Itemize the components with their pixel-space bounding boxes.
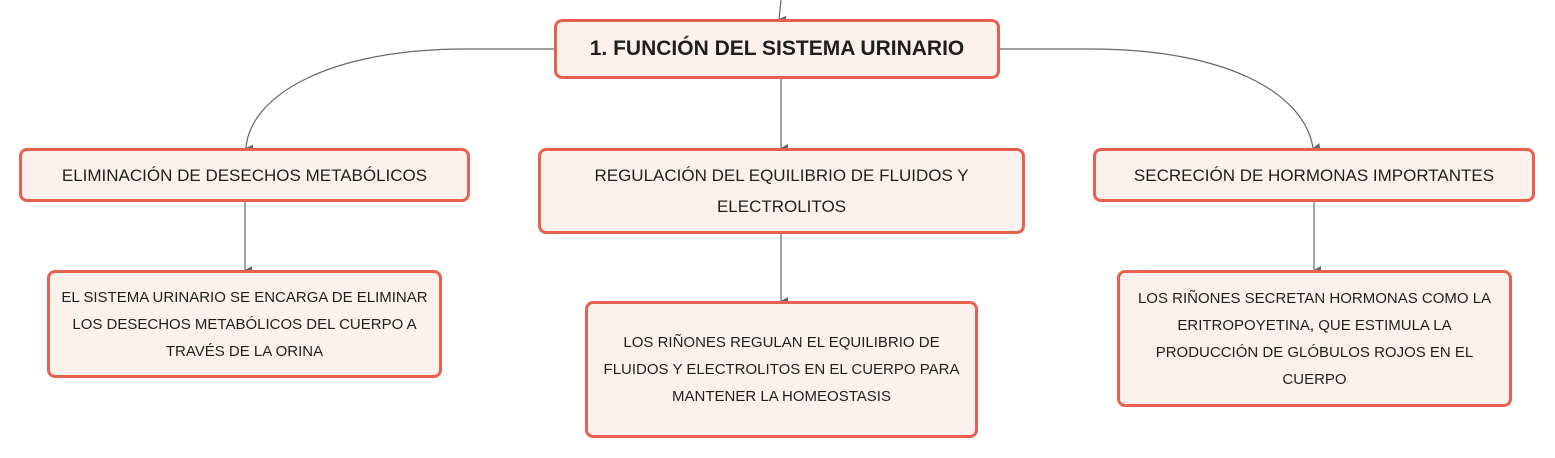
branch-topic-label: ELIMINACIÓN DE DESECHOS METABÓLICOS xyxy=(61,165,428,185)
detail-topic-text: LOS RIÑONES SECRETAN HORMONAS COMO LA ER… xyxy=(1137,289,1492,388)
detail-topic-text: EL SISTEMA URINARIO SE ENCARGA DE ELIMIN… xyxy=(61,288,428,360)
branch-topic-secrecion[interactable]: SECRECIÓN DE HORMONAS IMPORTANTES xyxy=(1093,148,1535,202)
incoming-connector xyxy=(778,0,787,24)
detail-topic-secrecion[interactable]: LOS RIÑONES SECRETAN HORMONAS COMO LA ER… xyxy=(1117,270,1512,407)
connector-root-to-branch-1 xyxy=(245,48,554,153)
branch-topic-eliminacion[interactable]: ELIMINACIÓN DE DESECHOS METABÓLICOS xyxy=(19,148,470,202)
detail-topic-regulacion[interactable]: LOS RIÑONES REGULAN EL EQUILIBRIO DE FLU… xyxy=(585,301,978,438)
branch-topic-regulacion[interactable]: REGULACIÓN DEL EQUILIBRIO DE FLUIDOS Y E… xyxy=(538,148,1025,234)
root-topic[interactable]: 1. FUNCIÓN DEL SISTEMA URINARIO xyxy=(554,19,1000,79)
detail-topic-text: LOS RIÑONES REGULAN EL EQUILIBRIO DE FLU… xyxy=(603,334,960,405)
connector-root-to-branch-3 xyxy=(1000,48,1321,151)
branch-topic-label: SECRECIÓN DE HORMONAS IMPORTANTES xyxy=(1133,165,1495,185)
root-topic-title: 1. FUNCIÓN DEL SISTEMA URINARIO xyxy=(589,37,965,60)
detail-topic-eliminacion[interactable]: EL SISTEMA URINARIO SE ENCARGA DE ELIMIN… xyxy=(47,270,442,378)
branch-topic-label: REGULACIÓN DEL EQUILIBRIO DE FLUIDOS Y E… xyxy=(594,166,969,216)
